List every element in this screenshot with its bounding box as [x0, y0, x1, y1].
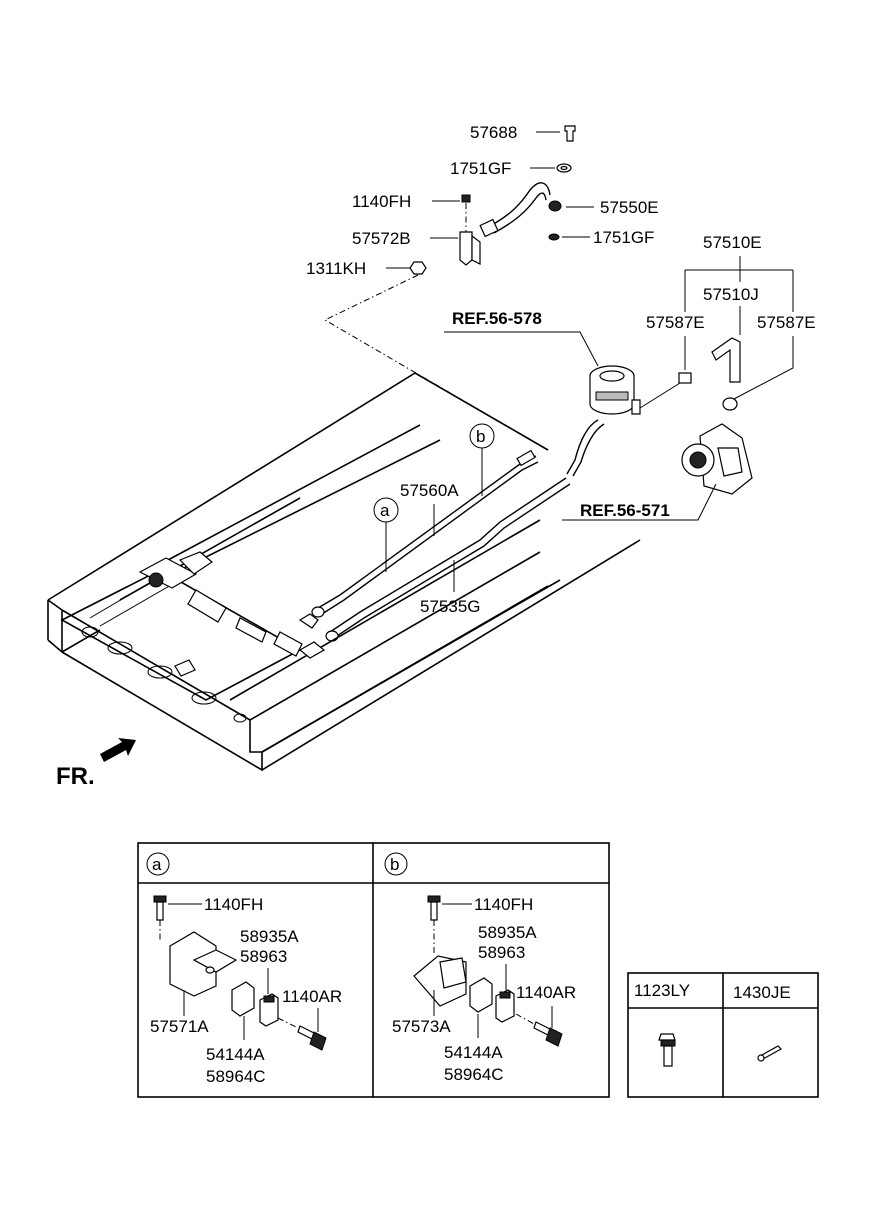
front-direction-arrow — [100, 738, 136, 762]
part-power-steering-pump — [681, 423, 753, 495]
svg-text:b: b — [390, 855, 399, 874]
part-1751gf-washer-bottom — [548, 233, 590, 241]
detail-b-1140ar-bolt — [515, 1013, 563, 1047]
detail-a-label-1140ar: 1140AR — [282, 987, 342, 1006]
part-57688-bolt — [536, 125, 576, 142]
detail-b-label-1140fh: 1140FH — [474, 895, 533, 914]
vehicle-frame — [47, 372, 641, 772]
alignment-line-upper — [323, 274, 549, 451]
detail-b-54144a-clip — [469, 977, 493, 1038]
detail-a-57571a-bracket — [169, 931, 238, 1016]
label-57587e-right: 57587E — [757, 313, 816, 332]
svg-text:b: b — [476, 427, 485, 446]
detail-b-label-58963: 58963 — [478, 943, 525, 962]
small-label-1123ly: 1123LY — [634, 981, 690, 1000]
detail-a-1140fh-bolt — [153, 895, 202, 942]
pipe-57560a — [311, 449, 539, 618]
small-part-1430je-pin — [757, 1045, 782, 1062]
detail-table — [137, 842, 610, 1098]
ref-56-578-label: REF.56-578 — [452, 309, 542, 328]
detail-b-label-1140ar: 1140AR — [516, 983, 576, 1002]
svg-text:a: a — [152, 855, 162, 874]
part-57572b-bracket — [430, 231, 481, 266]
detail-a-label-58964c: 58964C — [206, 1067, 266, 1086]
label-57510e: 57510E — [703, 233, 762, 252]
label-57587e-left: 57587E — [646, 313, 705, 332]
small-part-1123ly-bolt — [658, 1033, 676, 1067]
detail-a-label-54144a: 54144A — [206, 1045, 265, 1064]
detail-b-header: b — [384, 852, 408, 876]
label-57535g: 57535G — [420, 597, 481, 616]
callout-a: a — [373, 497, 399, 572]
label-57510j: 57510J — [703, 285, 759, 304]
leader-ref-56-571 — [562, 483, 717, 521]
front-label: FR. — [56, 763, 95, 790]
label-57560a: 57560A — [400, 481, 459, 500]
part-57587e-clamp-left — [678, 372, 692, 384]
part-57587e-clamp-right — [722, 397, 738, 411]
label-1140fh-top: 1140FH — [352, 192, 411, 211]
part-57510j-hose — [711, 337, 741, 383]
detail-b-label-54144a: 54144A — [444, 1043, 503, 1062]
detail-b-57573a-bracket — [413, 955, 467, 1016]
pipe-57535g — [298, 477, 571, 642]
label-1751gf-bottom: 1751GF — [593, 228, 654, 247]
label-57550e: 57550E — [600, 198, 659, 217]
leader-ref-56-578 — [444, 331, 599, 367]
label-57688: 57688 — [470, 123, 517, 142]
small-label-1430je: 1430JE — [733, 983, 791, 1002]
svg-text:a: a — [380, 501, 390, 520]
detail-b-1140fh-bolt — [427, 895, 472, 954]
callout-b: b — [469, 423, 495, 496]
part-1751gf-washer-top — [530, 163, 572, 173]
small-parts-table — [627, 972, 819, 1098]
detail-b-58963-nut — [495, 989, 515, 1023]
detail-a-label-58935a: 58935A — [240, 927, 299, 946]
leader-57587e-right — [731, 336, 794, 401]
detail-a-1140ar-bolt — [277, 1017, 327, 1051]
detail-b-label-58964c: 58964C — [444, 1065, 504, 1084]
detail-a-54144a-clip — [231, 981, 255, 1040]
reservoir-return-line-2 — [572, 423, 605, 477]
detail-b-label-57573a: 57573A — [392, 1017, 451, 1036]
part-1311kh-nut — [386, 261, 427, 275]
detail-a-label-57571a: 57571A — [150, 1017, 209, 1036]
label-1311kh: 1311KH — [306, 259, 366, 278]
part-1140fh-bolt-top — [432, 194, 471, 232]
label-1751gf-top: 1751GF — [450, 159, 511, 178]
detail-a-header: a — [146, 852, 170, 876]
ref-56-571-label: REF.56-571 — [580, 501, 670, 520]
detail-a-label-1140fh: 1140FH — [204, 895, 263, 914]
leader-57510e — [684, 256, 794, 312]
part-hose-upper — [479, 182, 594, 238]
reservoir-return-line — [566, 419, 599, 475]
detail-b-label-58935a: 58935A — [478, 923, 537, 942]
part-reservoir — [589, 365, 681, 415]
label-57572b: 57572B — [352, 229, 411, 248]
detail-a-58963-nut — [259, 993, 279, 1027]
detail-a-label-58963: 58963 — [240, 947, 287, 966]
